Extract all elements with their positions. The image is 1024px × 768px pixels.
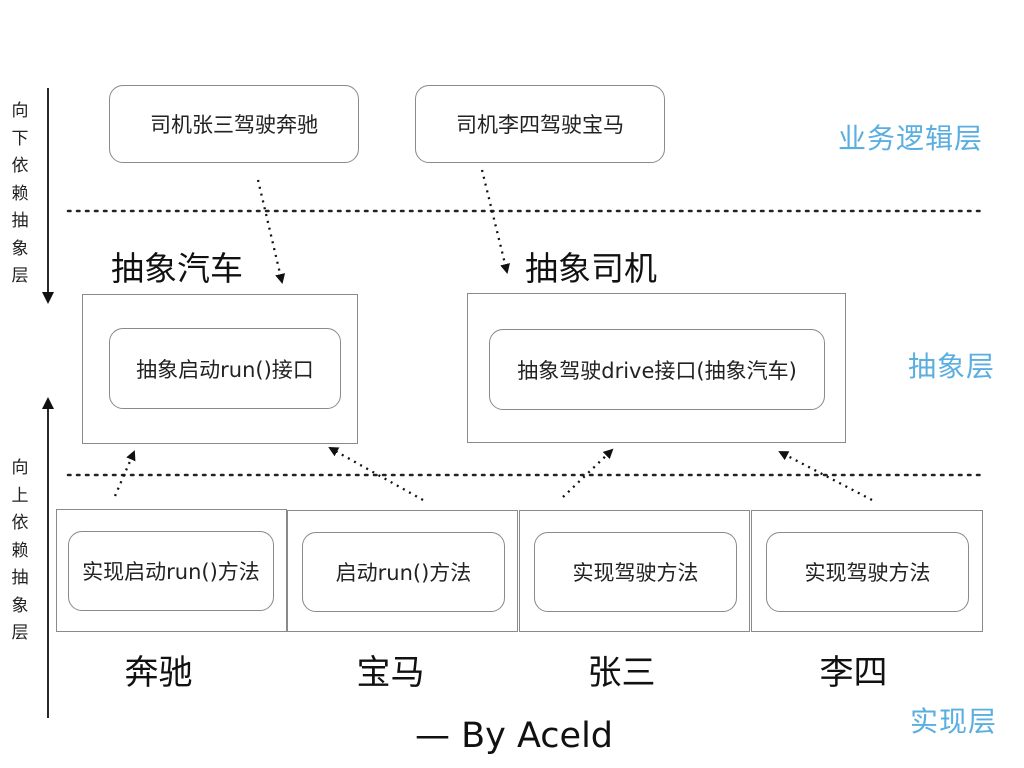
business-box-lisi-bmw-text: 司机李四驾驶宝马: [456, 113, 624, 137]
abstract-driver-interface-text: 抽象驾驶drive接口(抽象汽车): [517, 358, 797, 383]
business-box-zhangsan-benz: 司机张三驾驶奔驰: [109, 85, 359, 163]
impl-bmw-container: 启动run()方法: [287, 510, 518, 632]
impl-lisi-method-box: 实现驾驶方法: [766, 532, 969, 612]
arrow-zhangsan-to-driver-interface: [562, 448, 614, 498]
layer-label-implementation: 实现层: [910, 705, 998, 738]
impl-lisi-method-text: 实现驾驶方法: [804, 561, 931, 585]
impl-benz-method-box: 实现启动run()方法: [68, 531, 274, 611]
layer-label-abstract: 抽象层: [908, 350, 996, 383]
impl-benz-method-text: 实现启动run()方法: [82, 560, 260, 584]
layer-label-business: 业务逻辑层: [838, 122, 984, 155]
abstract-driver-container: 抽象驾驶drive接口(抽象汽车): [467, 293, 846, 443]
author-credit: — By Aceld: [415, 716, 614, 756]
impl-bmw-method-box: 启动run()方法: [302, 532, 505, 612]
impl-zhangsan-container: 实现驾驶方法: [519, 510, 750, 632]
abstract-driver-interface-box: 抽象驾驶drive接口(抽象汽车): [489, 329, 825, 410]
abstract-car-interface-text: 抽象启动run()接口: [136, 357, 314, 382]
impl-zhangsan-method-box: 实现驾驶方法: [534, 532, 737, 612]
abstract-car-container: 抽象启动run()接口: [82, 294, 358, 444]
impl-name-lisi: 李四: [819, 653, 888, 693]
up-dependency-label: 向上依赖抽象层: [11, 458, 29, 643]
impl-name-benz: 奔驰: [124, 653, 193, 693]
business-box-zhangsan-benz-text: 司机张三驾驶奔驰: [150, 113, 318, 137]
impl-bmw-method-text: 启动run()方法: [335, 561, 472, 585]
arrow-benz-to-car-interface: [113, 450, 136, 497]
impl-name-bmw: 宝马: [356, 653, 425, 693]
impl-zhangsan-method-text: 实现驾驶方法: [572, 561, 699, 585]
arrow-lisi-to-abstract-driver: [480, 169, 510, 274]
impl-lisi-container: 实现驾驶方法: [751, 510, 983, 632]
abstract-car-interface-box: 抽象启动run()接口: [109, 328, 341, 409]
impl-benz-container: 实现启动run()方法: [56, 509, 287, 632]
down-dependency-label: 向下依赖抽象层: [11, 101, 29, 286]
impl-name-zhangsan: 张三: [587, 653, 656, 693]
abstract-car-title: 抽象汽车: [111, 249, 243, 288]
abstract-driver-title: 抽象司机: [525, 249, 657, 288]
business-box-lisi-bmw: 司机李四驾驶宝马: [415, 85, 665, 163]
arrow-zhangsan-to-abstract-car: [256, 179, 286, 284]
